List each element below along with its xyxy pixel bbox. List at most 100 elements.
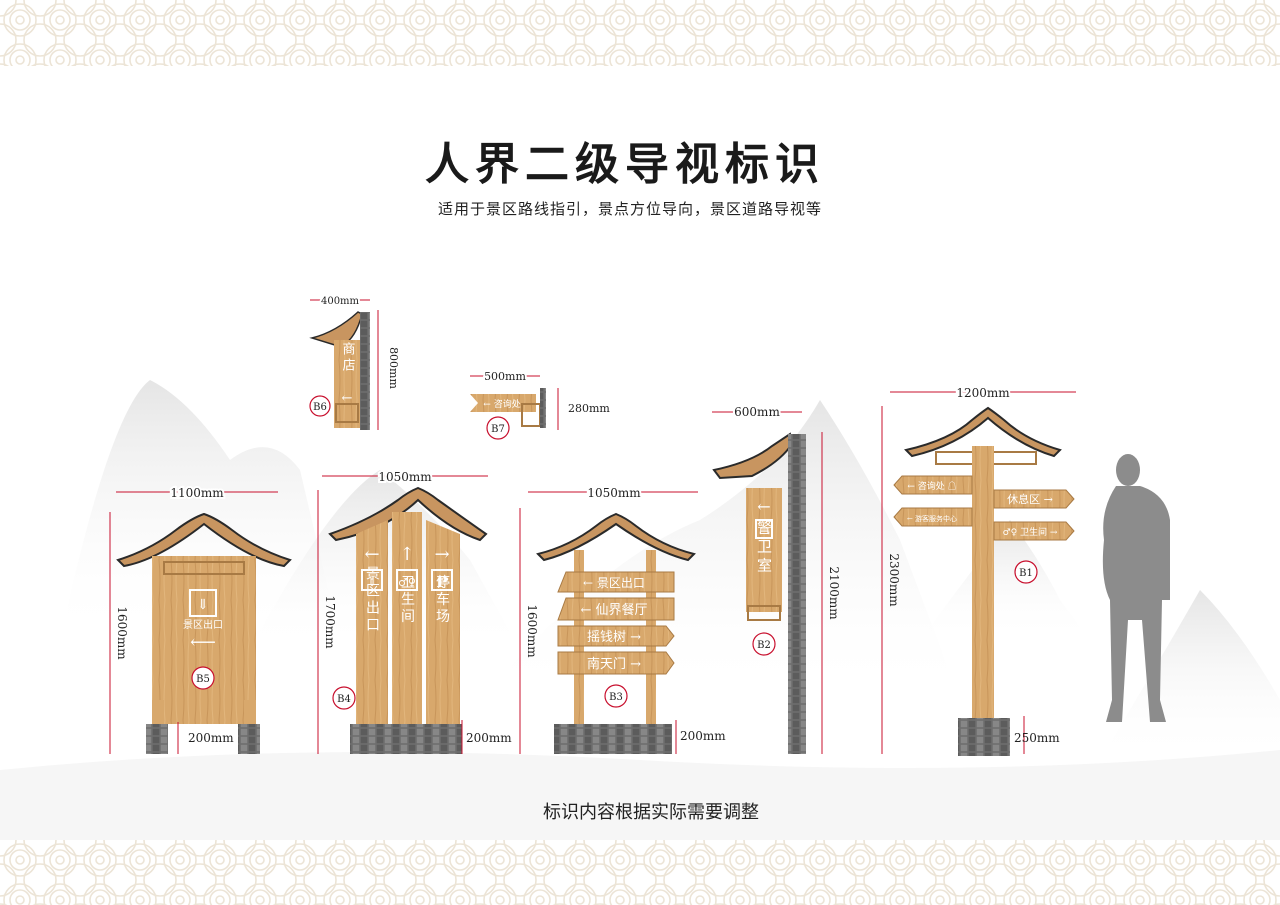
b2-panel [746,488,782,612]
b3-board-2-label: ← 仙界餐厅 [580,602,647,618]
b2-height-label: 2100mm [827,566,841,620]
b4-parking-icon [431,569,453,591]
b4-base [350,724,462,754]
b7-width-label: 500mm [484,370,526,383]
sign-b5: ⇓ 景区出口 ⟵ 1100mm 1600mm 200mm B5 [109,484,292,754]
b5-base-left [146,724,168,754]
b3-roof [536,512,696,562]
b1-board-left-2-label: ← 游客服务中心 [907,514,957,523]
b6-code-circle [309,395,331,417]
b3-board-3 [557,625,675,647]
b5-exit-glyph: ⇓ [197,597,209,613]
b5-label: 景区出口 [183,618,223,631]
b5-roof [116,512,292,568]
b4-arrow-3: → [434,544,449,565]
b1-code-circle [1014,560,1038,584]
b3-base-label: 200mm [680,729,726,743]
b2-post [788,434,806,754]
b4-exit-icon [361,569,383,591]
b3-code-circle [604,684,628,708]
b7-post [540,388,546,428]
b2-lattice [747,605,781,621]
b1-width-label: 1200mm [956,386,1010,400]
b1-post [972,446,994,718]
b1-board-left-1 [893,475,973,495]
b4-arrow-2: ↑ [399,544,414,565]
sign-b1: ← 咨询处 ☖ ← 游客服务中心 休息区 → ♂♀ 卫生间 → 1200mm 2… [881,384,1076,756]
b5-base-label: 200mm [188,731,234,745]
b1-height-label: 2300mm [887,553,901,607]
b3-code: B3 [609,692,623,703]
b4-code-circle [332,686,356,710]
b5-leg-left [152,700,164,724]
b1-board-right-1-label: 休息区 → [1007,492,1053,506]
sign-b3: ← 景区出口 ← 仙界餐厅 摇钱树 → 南天门 → 1050mm 1600mm … [519,484,726,754]
b4-column-3-label: 停车场 [434,574,450,626]
b1-base [958,718,1010,756]
page-subtitle: 适用于景区路线指引，景点方位导向，景区道路导视等 [437,200,822,218]
b4-height-label: 1700mm [323,595,337,649]
footer-note: 标识内容根据实际需要调整 [543,802,759,823]
b5-leg-right [244,700,256,724]
b1-code: B1 [1019,568,1033,579]
b7-board [470,394,536,412]
mountain-background [0,380,1280,840]
b4-column-center [392,512,422,724]
b7-code-circle [486,416,510,440]
b7-label: ← 咨询处 [483,398,520,410]
b5-code: B5 [196,674,210,685]
sign-b6: 商店 ← 400mm 800mm B6 [309,294,400,430]
b3-base [554,724,672,754]
b5-lattice [163,561,245,575]
b4-column-1-label: 景区出口 [364,566,380,634]
b3-board-3-label: 摇钱树 → [587,630,641,645]
b4-parking-glyph: P [436,573,447,591]
b1-board-right-2-label: ♂♀ 卫生间 → [1003,526,1058,538]
b2-width-label: 600mm [734,405,780,419]
b3-height-label: 1600mm [525,604,539,658]
b4-code: B4 [337,694,351,705]
b4-toilet-icon [396,569,418,591]
b3-board-1-label: ← 景区出口 [583,576,645,590]
b4-column-2-label: 卫生间 [399,575,415,626]
b3-board-4 [557,651,675,675]
b2-code: B2 [757,640,771,651]
b6-post [360,312,370,430]
b1-board-right-2 [993,521,1075,541]
pattern-band-top [0,0,1280,66]
b5-height-label: 1600mm [115,606,129,660]
b4-base-label: 200mm [466,731,512,745]
b2-guard-icon [755,519,773,539]
b3-board-2 [557,597,675,621]
sign-b4: ← ↑ → ⇓ ♂♀ P 景区出口 卫生间 停车场 1050mm 1700mm … [317,468,512,754]
b6-code: B6 [313,402,327,413]
b5-width-label: 1100mm [170,486,224,500]
b4-roof [328,486,488,542]
b3-board-1 [557,571,675,593]
b7-code: B7 [491,424,505,435]
b4-toilet-glyph: ♂♀ [398,576,416,589]
b6-height-label: 800mm [387,347,400,389]
b3-width-label: 1050mm [587,486,641,500]
b6-width-label: 400mm [321,296,360,307]
b2-roof [712,432,794,480]
b1-board-left-1-label: ← 咨询处 ☖ [907,480,956,492]
b5-code-circle [191,666,215,690]
b5-exit-icon [189,589,217,617]
b3-board-4-label: 南天门 → [587,656,641,672]
pattern-band-bottom [0,838,1280,905]
b5-panel [152,556,256,724]
b2-label: 警卫室 [755,520,773,577]
b7-height-label: 280mm [568,402,610,415]
b6-lattice [335,403,359,423]
b2-arrow-left: ← [757,497,770,516]
b5-arrow-left: ⟵ [190,632,216,653]
person-silhouette [1102,454,1170,722]
b4-exit-glyph: ⇓ [367,575,377,589]
b6-label: 商店 [340,342,356,374]
sign-b7: ← 咨询处 500mm 280mm B7 [470,368,610,440]
b4-width-label: 1050mm [378,470,432,484]
b6-panel [334,340,360,428]
sign-b2: ← ☖ 警卫室 600mm 2100mm B2 [712,403,841,754]
